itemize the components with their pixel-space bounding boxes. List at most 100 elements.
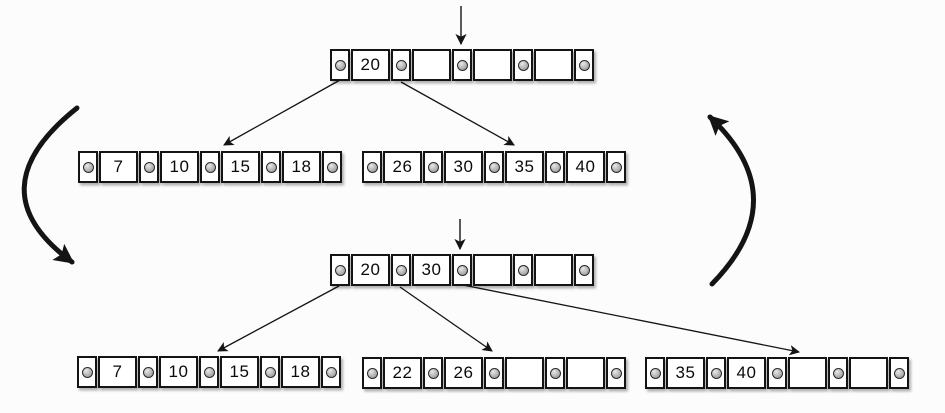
pointer-slot [362, 151, 382, 183]
pointer-dot-icon [456, 59, 468, 71]
key-slot: 10 [160, 151, 199, 183]
edge-before-root-to-child2 [400, 81, 515, 146]
pointer-dot-icon [203, 366, 215, 378]
cycle-arrow-left-down [21, 105, 80, 265]
key-slot: 20 [351, 49, 390, 81]
key-slot [473, 254, 512, 286]
edge-after-root-to-child3 [462, 284, 801, 356]
pointer-slot [78, 151, 98, 183]
key-slot: 18 [282, 151, 321, 183]
key-slot [534, 49, 573, 81]
node-before-root: 20 [330, 49, 594, 81]
pointer-dot-icon [395, 264, 407, 276]
pointer-dot-icon [832, 367, 844, 379]
pointer-dot-icon [610, 367, 622, 379]
pointer-slot [452, 49, 472, 81]
pointer-dot-icon [427, 367, 439, 379]
pointer-dot-icon [143, 161, 155, 173]
pointer-dot-icon [649, 367, 661, 379]
pointer-slot [545, 357, 565, 389]
pointer-dot-icon [893, 367, 905, 379]
key-slot: 26 [383, 151, 422, 183]
pointer-dot-icon [334, 264, 346, 276]
pointer-slot [139, 151, 159, 183]
pointer-dot-icon [204, 161, 216, 173]
key-slot: 35 [505, 151, 544, 183]
key-slot: 35 [666, 357, 705, 389]
pointer-slot [423, 357, 443, 389]
pointer-dot-icon [142, 366, 154, 378]
node-before-child2: 26 30 35 40 [362, 151, 626, 183]
pointer-slot [321, 356, 341, 388]
pointer-dot-icon [549, 367, 561, 379]
pointer-slot [706, 357, 726, 389]
key-slot [566, 357, 605, 389]
pointer-slot [322, 151, 342, 183]
key-slot: 30 [444, 151, 483, 183]
key-slot [788, 357, 827, 389]
pointer-dot-icon [578, 264, 590, 276]
pointer-slot [77, 356, 97, 388]
pointer-dot-icon [549, 161, 561, 173]
pointer-slot [828, 357, 848, 389]
pointer-dot-icon [456, 264, 468, 276]
edge-after-root-to-child2 [399, 286, 493, 352]
pointer-slot [330, 49, 350, 81]
pointer-slot [484, 357, 504, 389]
pointer-dot-icon [771, 367, 783, 379]
pointer-slot [362, 357, 382, 389]
key-slot: 7 [99, 151, 138, 183]
pointer-slot [484, 151, 504, 183]
pointer-dot-icon [366, 161, 378, 173]
pointer-dot-icon [366, 367, 378, 379]
pointer-dot-icon [517, 59, 529, 71]
pointer-slot [574, 254, 594, 286]
key-slot [473, 49, 512, 81]
key-slot: 40 [727, 357, 766, 389]
key-slot: 15 [221, 151, 260, 183]
pointer-dot-icon [610, 161, 622, 173]
node-before-child1: 7 10 15 18 [78, 151, 342, 183]
key-slot [412, 49, 451, 81]
pointer-slot [261, 151, 281, 183]
key-slot: 40 [566, 151, 605, 183]
pointer-dot-icon [517, 264, 529, 276]
key-slot: 18 [281, 356, 320, 388]
key-slot: 7 [98, 356, 137, 388]
key-slot: 15 [220, 356, 259, 388]
key-slot: 22 [383, 357, 422, 389]
node-after-child3: 35 40 [645, 357, 909, 389]
pointer-slot [513, 254, 533, 286]
key-slot [849, 357, 888, 389]
pointer-slot [138, 356, 158, 388]
key-slot: 30 [412, 254, 451, 286]
pointer-slot [391, 49, 411, 81]
pointer-slot [391, 254, 411, 286]
cycle-arrow-right-up [707, 114, 756, 287]
pointer-dot-icon [265, 161, 277, 173]
pointer-dot-icon [427, 161, 439, 173]
pointer-slot [767, 357, 787, 389]
pointer-slot [606, 357, 626, 389]
pointer-slot [200, 151, 220, 183]
pointer-dot-icon [264, 366, 276, 378]
pointer-slot [423, 151, 443, 183]
pointer-dot-icon [334, 59, 346, 71]
pointer-slot [606, 151, 626, 183]
pointer-slot [513, 49, 533, 81]
pointer-dot-icon [710, 367, 722, 379]
pointer-dot-icon [81, 366, 93, 378]
pointer-slot [452, 254, 472, 286]
edge-after-root-to-child1 [217, 285, 340, 352]
pointer-slot [889, 357, 909, 389]
pointer-slot [545, 151, 565, 183]
pointer-slot [199, 356, 219, 388]
pointer-dot-icon [325, 366, 337, 378]
edge-before-root-to-child1 [223, 79, 341, 146]
pointer-slot [645, 357, 665, 389]
pointer-dot-icon [488, 367, 500, 379]
pointer-slot [330, 254, 350, 286]
